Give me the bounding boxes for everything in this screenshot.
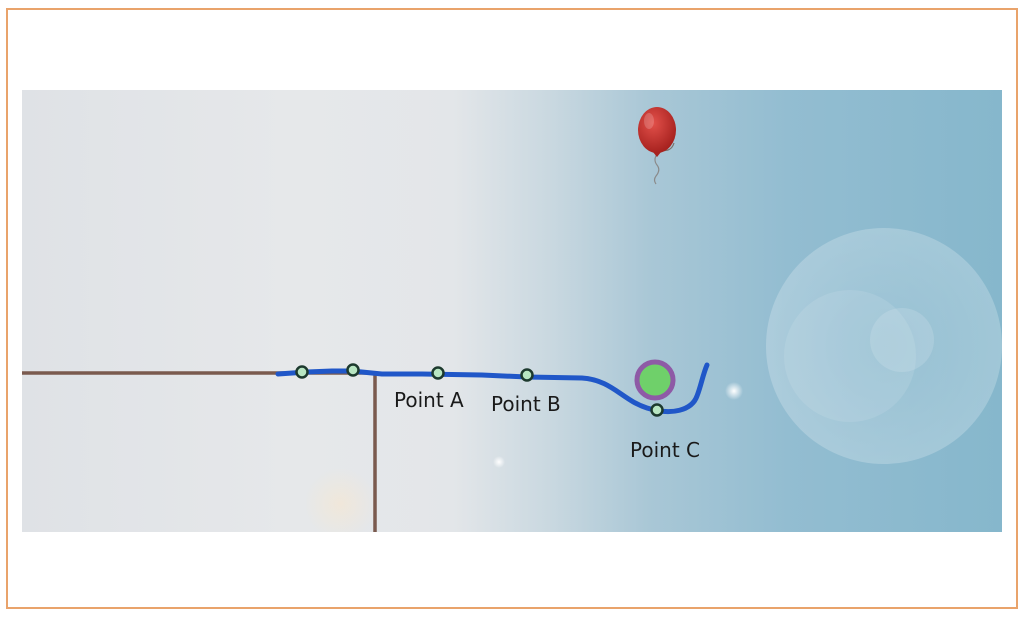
lens-flare-large bbox=[766, 228, 1002, 464]
ball bbox=[634, 359, 676, 401]
track-node bbox=[346, 363, 360, 377]
sparkle bbox=[725, 382, 743, 400]
sparkle bbox=[493, 456, 505, 468]
lens-flare-medium bbox=[784, 290, 916, 422]
track-curve bbox=[275, 362, 710, 414]
scene-graphics bbox=[22, 107, 1002, 532]
point-b-label: Point B bbox=[491, 392, 561, 416]
point-a-label: Point A bbox=[394, 388, 464, 412]
point-c-label: Point C bbox=[630, 438, 700, 462]
warm-glow bbox=[304, 468, 376, 532]
sky-scene: Point A Point B Point C bbox=[22, 90, 1002, 532]
point-a-node bbox=[431, 366, 445, 380]
lens-flare-small bbox=[870, 308, 934, 372]
balloon-icon bbox=[638, 107, 676, 185]
point-c-node bbox=[650, 403, 664, 417]
point-b-node bbox=[520, 368, 534, 382]
track-node bbox=[295, 365, 309, 379]
